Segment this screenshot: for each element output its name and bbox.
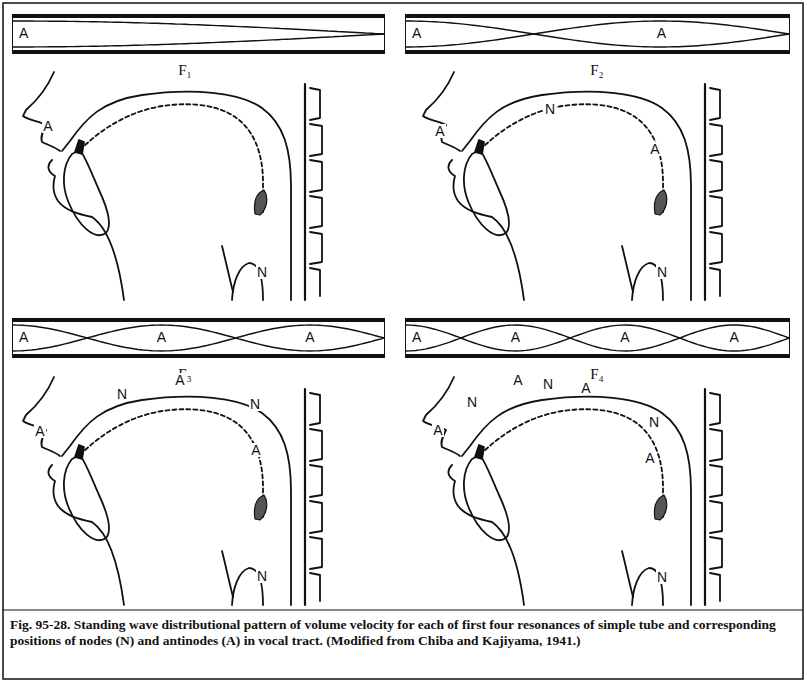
antinode-label: A [432, 423, 443, 437]
node-label: N [466, 395, 478, 409]
formant-label: F₂ [589, 63, 605, 78]
antinode-label: A [644, 451, 655, 465]
antinode-label: A [34, 424, 45, 438]
vocal-tract [423, 72, 722, 300]
antinode-label: A [250, 443, 261, 457]
antinode-label: A [434, 124, 445, 138]
standing-wave [406, 325, 789, 351]
standing-wave [13, 21, 384, 34]
vocal-tract [23, 72, 322, 300]
antinode-label: A [730, 330, 739, 344]
antinode-label: A [305, 330, 314, 344]
antinode-label: A [19, 330, 28, 344]
standing-wave [406, 21, 789, 47]
antinode-label: A [511, 330, 520, 344]
node-label: N [656, 570, 668, 584]
tube: AAA [12, 318, 385, 358]
node-label: N [544, 102, 556, 116]
node-label: N [256, 265, 268, 279]
caption-rule [3, 610, 803, 611]
antinode-label: A [157, 330, 166, 344]
node-label: N [249, 397, 261, 411]
antinode-label: A [580, 381, 591, 395]
formant-label: F₁ [177, 63, 193, 78]
node-label: N [116, 387, 128, 401]
tube: AA [405, 14, 790, 54]
antinode-label: A [412, 26, 421, 40]
figure-caption: Fig. 95-28. Standing wave distributional… [10, 617, 796, 649]
standing-wave [13, 325, 384, 351]
antinode-label: A [19, 26, 28, 40]
tube: A [12, 14, 385, 54]
tube: AAAA [405, 318, 790, 358]
vocal-tract [23, 377, 322, 605]
standing-wave [13, 34, 384, 47]
antinode-label: A [512, 373, 523, 387]
antinode-label: A [412, 330, 421, 344]
standing-wave [406, 325, 789, 351]
antinode-label: A [42, 119, 53, 133]
node-label: N [256, 569, 268, 583]
antinode-label: A [649, 142, 660, 156]
antinode-label: A [174, 373, 185, 387]
node-label: N [648, 415, 660, 429]
vocal-tract [423, 377, 722, 605]
node-label: N [656, 265, 668, 279]
formant-label: F₄ [589, 367, 605, 382]
antinode-label: A [620, 330, 629, 344]
antinode-label: A [657, 26, 666, 40]
standing-wave [406, 21, 789, 47]
standing-wave [13, 325, 384, 351]
node-label: N [542, 377, 554, 391]
frame [3, 3, 803, 679]
